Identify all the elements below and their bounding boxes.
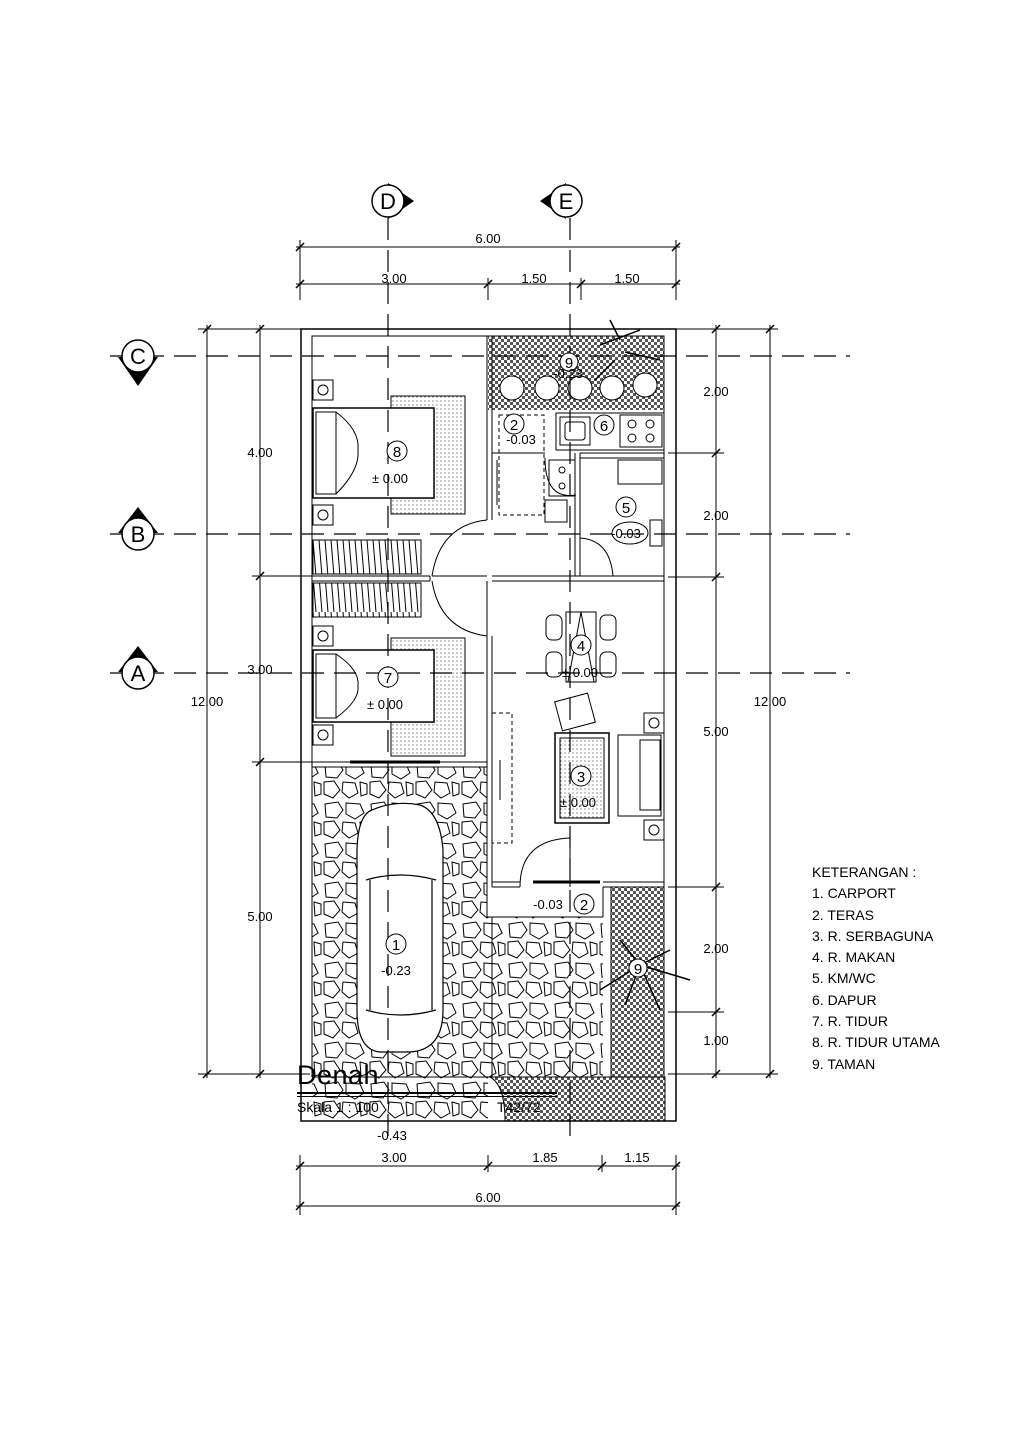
dim-right-r3: 5.00 bbox=[703, 724, 728, 739]
room-level-7: ± 0.00 bbox=[367, 697, 403, 712]
dim-bottom-c: 1.15 bbox=[624, 1150, 649, 1165]
grid-bubble-C: C bbox=[118, 339, 158, 386]
room-tag-2-bottom: 2 -0.03 bbox=[533, 893, 595, 915]
dim-top-b: 1.50 bbox=[521, 271, 546, 286]
windows bbox=[350, 760, 600, 884]
room-tag-6: 6 bbox=[593, 414, 615, 436]
room-num-9-bottom: 9 bbox=[634, 961, 642, 978]
dim-bottom-b: 1.85 bbox=[532, 1150, 557, 1165]
room-level-5: -0.03 bbox=[611, 526, 641, 541]
room-level-2-top: -0.03 bbox=[506, 432, 536, 447]
room-num-1: 1 bbox=[392, 937, 400, 954]
dim-bottom-total: 6.00 bbox=[475, 1190, 500, 1205]
room-tag-9-bottom: 9 bbox=[628, 958, 648, 978]
walls bbox=[300, 328, 677, 1122]
wardrobe-2 bbox=[312, 582, 422, 618]
grid-bubble-A: A bbox=[118, 646, 158, 690]
grid-label-b: B bbox=[131, 522, 146, 547]
doors bbox=[431, 457, 614, 888]
dim-bottom-a: 3.00 bbox=[381, 1150, 406, 1165]
room-num-2-top: 2 bbox=[510, 417, 518, 434]
bathroom-fixtures bbox=[611, 459, 663, 547]
title-underline-thin bbox=[297, 1096, 557, 1097]
room-tag-1: 1 -0.23 bbox=[381, 933, 411, 978]
grid-label-e: E bbox=[559, 189, 574, 214]
dim-top-a: 3.00 bbox=[381, 271, 406, 286]
legend-item: 5. KM/WC bbox=[812, 970, 876, 987]
outside-level: -0.43 bbox=[377, 1128, 407, 1143]
scale-row: Skala 1 : 100 T42/72 bbox=[297, 1099, 557, 1117]
room-tag-4: 4 ± 0.00 bbox=[562, 634, 598, 680]
dim-top-total: 6.00 bbox=[475, 231, 500, 246]
grid-label-c: C bbox=[130, 344, 146, 369]
legend-item: 6. DAPUR bbox=[812, 991, 877, 1008]
dim-top-c: 1.50 bbox=[614, 271, 639, 286]
legend-item: 1. CARPORT bbox=[812, 885, 896, 902]
room-num-5: 5 bbox=[622, 500, 630, 517]
room-level-9-top: -0.23 bbox=[553, 366, 583, 381]
legend: KETERANGAN : 1. CARPORT 2. TERAS 3. R. S… bbox=[812, 862, 940, 1075]
dim-right-r5: 1.00 bbox=[703, 1033, 728, 1048]
grid-label-d: D bbox=[380, 189, 396, 214]
grid-bubble-D: D bbox=[371, 183, 414, 219]
title-underline bbox=[297, 1092, 557, 1094]
room-num-2-bottom: 2 bbox=[580, 897, 588, 914]
room-level-2-bottom: -0.03 bbox=[533, 897, 563, 912]
room-num-9-top: 9 bbox=[565, 355, 573, 372]
room-tag-8: 8 ± 0.00 bbox=[372, 440, 408, 486]
scale-text: Skala 1 : 100 bbox=[297, 1099, 379, 1115]
room-num-6: 6 bbox=[600, 418, 608, 435]
dim-right-r1: 2.00 bbox=[703, 384, 728, 399]
dim-left-lower: 5.00 bbox=[247, 909, 272, 924]
drawing-title: Denah bbox=[297, 1060, 380, 1090]
title-block: Denah Skala 1 : 100 T42/72 bbox=[297, 1060, 557, 1117]
legend-item: 8. R. TIDUR UTAMA bbox=[812, 1034, 940, 1051]
dimension-lines bbox=[198, 240, 778, 1215]
living-furniture bbox=[554, 692, 665, 841]
bed-2 bbox=[312, 625, 466, 757]
carport-paving-right bbox=[487, 917, 603, 1077]
legend-item: 3. R. SERBAGUNA bbox=[812, 927, 934, 944]
dim-right-r2: 2.00 bbox=[703, 508, 728, 523]
room-level-1: -0.23 bbox=[381, 963, 411, 978]
room-num-4: 4 bbox=[577, 638, 585, 655]
legend-item: 7. R. TIDUR bbox=[812, 1013, 888, 1030]
room-tag-3: 3 ± 0.00 bbox=[560, 765, 596, 810]
room-num-3: 3 bbox=[577, 769, 585, 786]
room-tag-2-top: 2 -0.03 bbox=[503, 413, 536, 447]
kitchen-furniture bbox=[544, 414, 663, 523]
wardrobe-master bbox=[312, 539, 422, 575]
dim-right-total: 12.00 bbox=[754, 694, 787, 709]
room-tag-5: 5 -0.03 bbox=[611, 496, 641, 541]
room-num-7: 7 bbox=[384, 670, 392, 687]
dim-left-upper: 4.00 bbox=[247, 445, 272, 460]
dim-right-r4: 2.00 bbox=[703, 941, 728, 956]
drawing-code: T42/72 bbox=[497, 1099, 541, 1115]
dimension-ticks bbox=[202, 242, 775, 1211]
room-level-4: ± 0.00 bbox=[562, 665, 598, 680]
legend-title: KETERANGAN : bbox=[812, 864, 917, 880]
room-level-3: ± 0.00 bbox=[560, 795, 596, 810]
dim-left-total: 12.00 bbox=[191, 694, 224, 709]
garden-bottom bbox=[611, 887, 664, 1077]
plants-top bbox=[499, 319, 661, 401]
room-level-8: ± 0.00 bbox=[372, 471, 408, 486]
legend-item: 4. R. MAKAN bbox=[812, 949, 896, 966]
grid-bubble-E: E bbox=[540, 183, 583, 219]
legend-item: 2. TERAS bbox=[812, 906, 874, 923]
room-num-8: 8 bbox=[393, 444, 401, 461]
car-outline bbox=[356, 802, 444, 1053]
driveway-paving bbox=[312, 1077, 488, 1121]
plants-bottom bbox=[599, 939, 691, 1011]
grid-bubble-B: B bbox=[118, 507, 158, 551]
dim-left-middle: 3.00 bbox=[247, 662, 272, 677]
legend-item: 9. TAMAN bbox=[812, 1055, 876, 1072]
room-tag-9-top: 9 -0.23 bbox=[553, 352, 583, 381]
grid-label-a: A bbox=[131, 661, 146, 686]
room-tag-7: 7 ± 0.00 bbox=[367, 666, 403, 712]
